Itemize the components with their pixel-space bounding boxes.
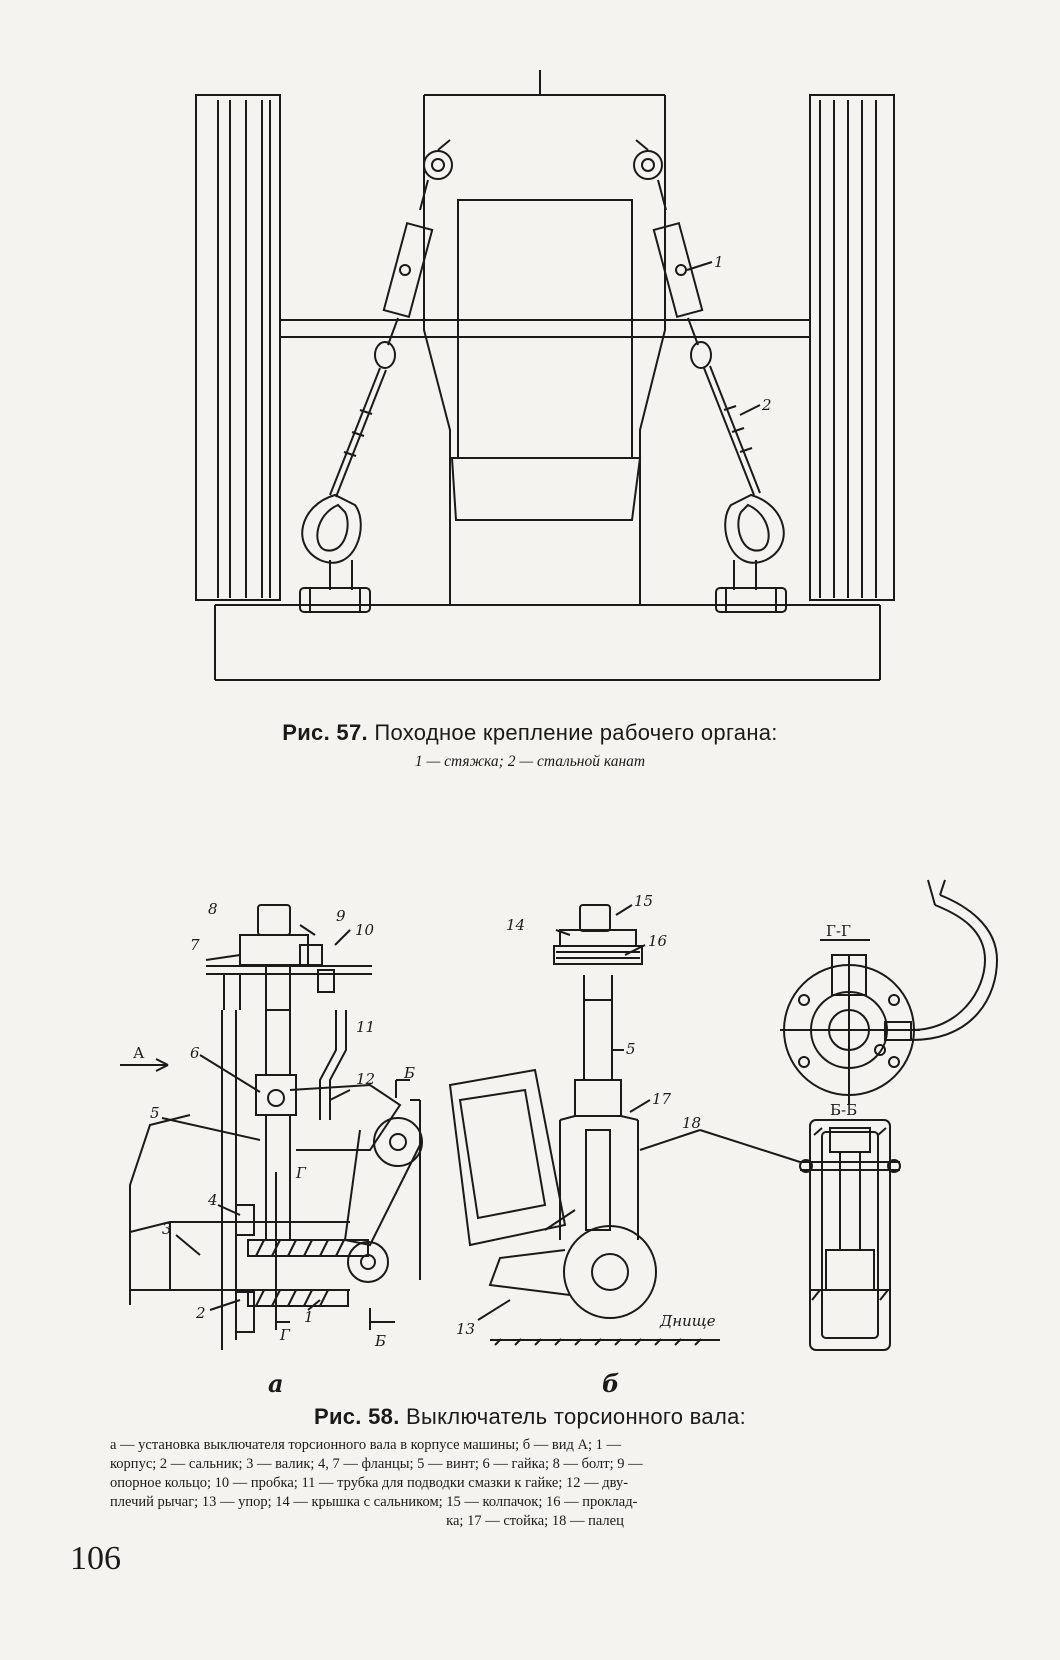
callout-6: 6: [190, 1044, 200, 1062]
figure-57-number: Рис. 57.: [282, 720, 368, 745]
legend-line: плечий рычаг; 13 — упор; 14 — крышка с с…: [110, 1494, 638, 1510]
working-body: [423, 70, 666, 605]
callout-16: 16: [648, 932, 668, 950]
callout-2: 2: [195, 1304, 206, 1322]
callout-15: 15: [634, 892, 653, 910]
section-mark-g-top: Г: [295, 1164, 307, 1182]
right-track: [809, 94, 895, 601]
callout-5: 5: [150, 1104, 160, 1122]
callout-8: 8: [208, 900, 218, 918]
left-track: [195, 94, 281, 601]
legend-line: ка; 17 — стойка; 18 — палец: [446, 1513, 624, 1529]
callout-12: 12: [356, 1070, 375, 1088]
figure-57-caption: Рис. 57. Походное крепление рабочего орг…: [0, 720, 1060, 746]
callout-5b: 5: [626, 1040, 636, 1058]
view-a-drawing: [120, 904, 423, 1350]
callout-9: 9: [336, 907, 346, 925]
view-b-sublabel: б: [602, 1369, 619, 1398]
arrow-a-label: А: [133, 1044, 145, 1062]
section-mark-b-bottom: Б: [374, 1332, 386, 1350]
callout-4: 4: [207, 1191, 218, 1209]
section-bb-drawing: [799, 1119, 901, 1351]
figure-57-drawing: 1 2: [195, 70, 895, 681]
figure-57-legend: 1 — стяжка; 2 — стальной канат: [414, 753, 646, 770]
legend-line: а — установка выключателя торсионного ва…: [110, 1437, 621, 1453]
page-number: 106: [70, 1540, 121, 1577]
callout-2: 2: [761, 396, 772, 414]
callout-1: 1: [714, 253, 724, 271]
section-gg-drawing: [780, 879, 999, 1105]
legend-line: корпус; 2 — сальник; 3 — валик; 4, 7 — ф…: [110, 1456, 643, 1472]
figure-57-title: Походное крепление рабочего органа:: [374, 720, 778, 745]
figure-58-title: Выключатель торсионного вала:: [406, 1404, 747, 1429]
right-tie-rod: [633, 139, 787, 613]
callout-18: 18: [682, 1114, 701, 1132]
legend-line: опорное кольцо; 10 — пробка; 11 — трубка…: [110, 1475, 629, 1491]
callout-13: 13: [456, 1320, 475, 1338]
figure-58-drawing: 8 9 10 7 11 6 12 5 4 3 2 1 А Б Г Г Б а 1…: [120, 879, 999, 1398]
section-gg-label: Г-Г: [826, 922, 851, 940]
section-bb-label: Б-Б: [830, 1101, 857, 1119]
section-mark-g-bottom: Г: [279, 1326, 291, 1344]
view-b-drawing: [448, 904, 801, 1346]
view-a-sublabel: а: [268, 1369, 284, 1398]
left-tie-rod: [299, 139, 453, 613]
figure-58-caption: Рис. 58. Выключатель торсионного вала:: [0, 1404, 1060, 1430]
callout-7: 7: [190, 936, 200, 954]
callout-1: 1: [304, 1308, 314, 1326]
figure-58-legend: а — установка выключателя торсионного ва…: [110, 1436, 960, 1531]
callout-3: 3: [162, 1220, 172, 1238]
figure-58-number: Рис. 58.: [313, 1404, 400, 1429]
callout-17: 17: [652, 1090, 672, 1108]
callout-14: 14: [506, 916, 525, 934]
callout-11: 11: [356, 1018, 375, 1036]
section-mark-b-top: Б: [403, 1064, 415, 1082]
callout-10: 10: [355, 921, 375, 939]
floor-label: Днище: [659, 1312, 716, 1330]
